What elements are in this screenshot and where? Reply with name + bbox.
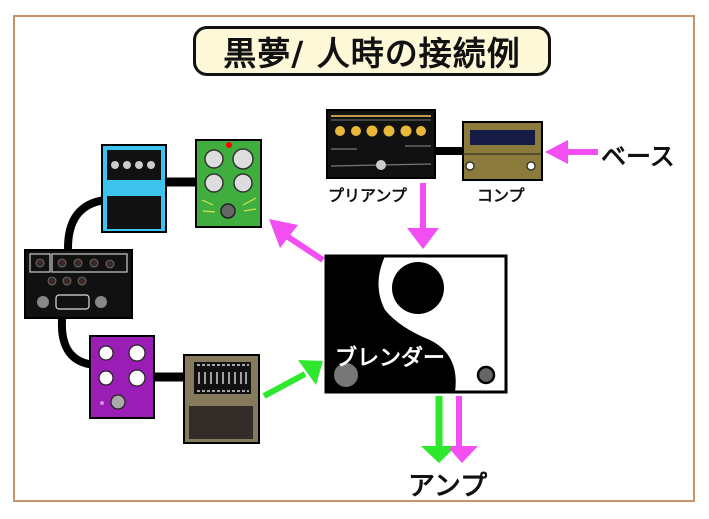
knob	[135, 161, 143, 169]
arrow-effects-to-blender	[262, 360, 323, 399]
cable-blue-to-multi	[64, 196, 109, 252]
blue-pedal	[101, 144, 167, 233]
arrow-blender-to-amp-magenta	[421, 396, 478, 463]
bass-label: ベース	[601, 142, 675, 171]
footswitch	[220, 203, 236, 219]
eq-pedal	[183, 354, 260, 444]
cables	[57, 147, 467, 382]
preamp-label: プリアンプ	[328, 186, 407, 205]
cable-multi-to-purple	[57, 316, 99, 369]
knob	[111, 161, 119, 169]
page-title: 黒夢/ 人時の接続例	[223, 34, 521, 73]
knob	[147, 161, 155, 169]
knob	[123, 161, 131, 169]
purple-pedal	[89, 335, 155, 419]
led-icon	[226, 142, 232, 148]
green-pedal	[195, 139, 262, 228]
arrow-preamp-to-blender	[407, 183, 439, 249]
comp-pedal	[462, 121, 543, 181]
preamp-unit	[326, 109, 436, 179]
amp-label: アンプ	[408, 471, 488, 502]
blender-label: ブレンダー	[335, 346, 446, 371]
blender-unit	[324, 254, 508, 394]
arrow-blender-to-effects	[269, 219, 325, 263]
comp-label: コンプ	[477, 186, 525, 205]
multi-unit	[24, 249, 133, 319]
arrows	[262, 140, 598, 463]
title-box: 黒夢/ 人時の接続例	[193, 26, 551, 76]
arrow-bass-to-comp	[545, 140, 598, 164]
